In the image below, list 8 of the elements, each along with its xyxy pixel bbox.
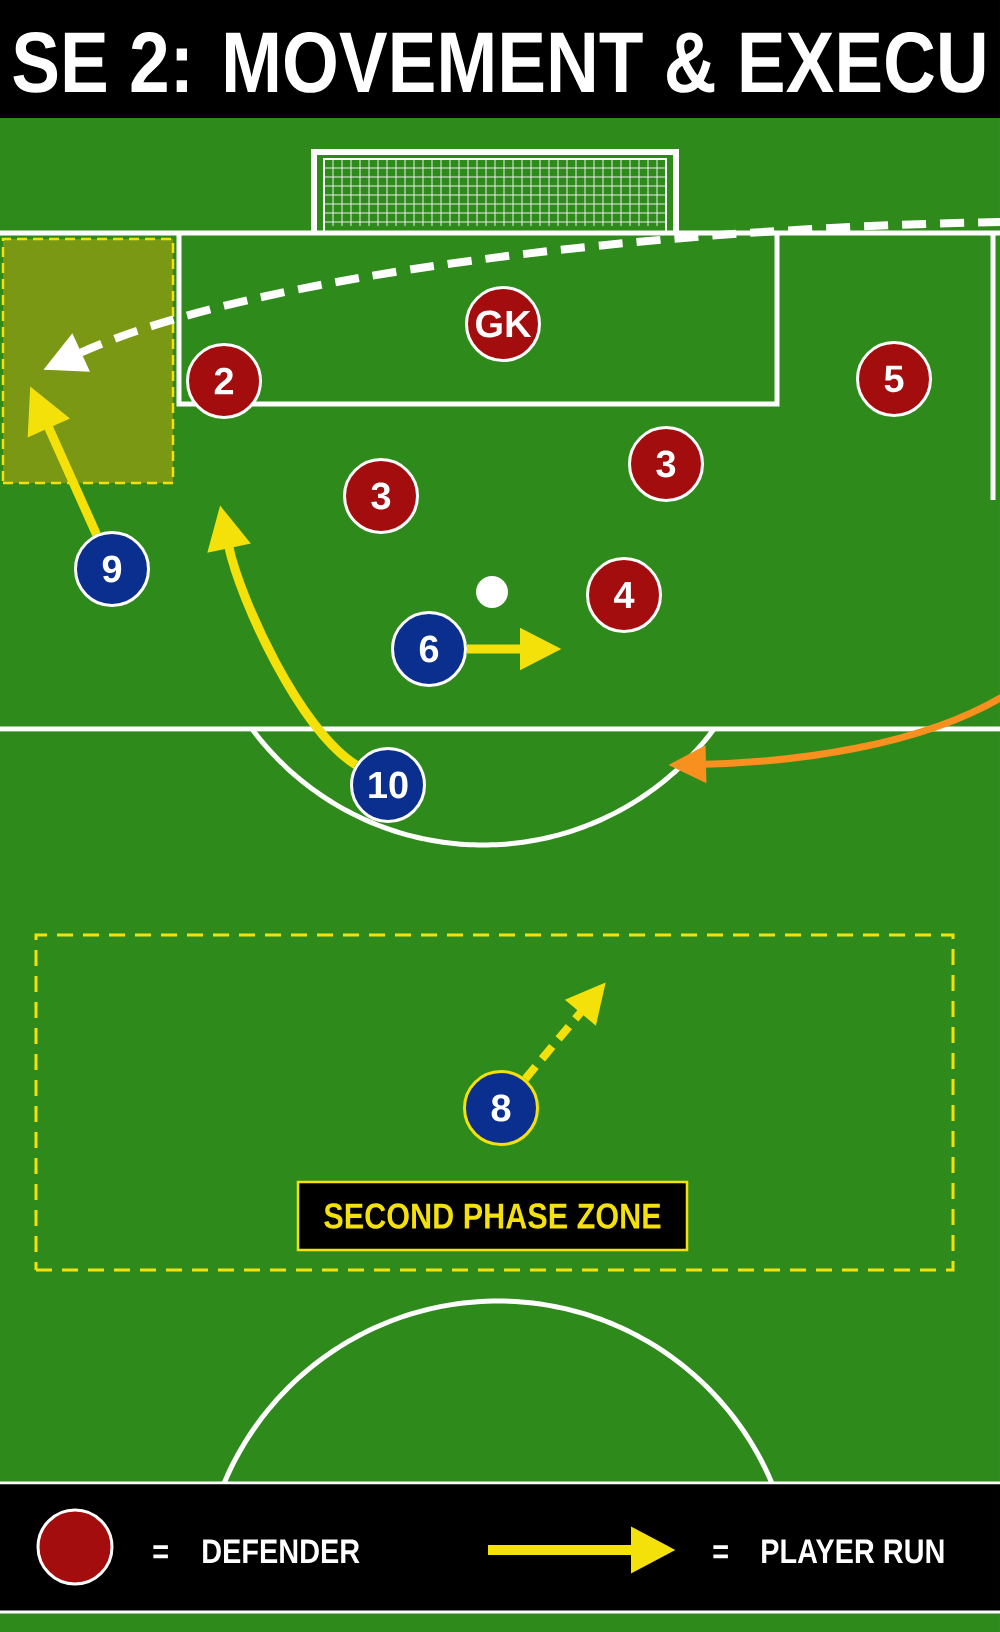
equals-sign: = [153,1545,168,1559]
title-bar: SE 2: MOVEMENT & EXECU [0,0,1000,118]
zone-label: SECOND PHASE ZONE [296,1180,689,1252]
legend-text: DEFENDER [203,1539,360,1563]
shaded-zone [1,237,175,485]
legend-text: PLAYER RUN [762,1539,944,1564]
dashed-zone [34,933,955,1272]
equals-sign: = [713,1545,728,1559]
